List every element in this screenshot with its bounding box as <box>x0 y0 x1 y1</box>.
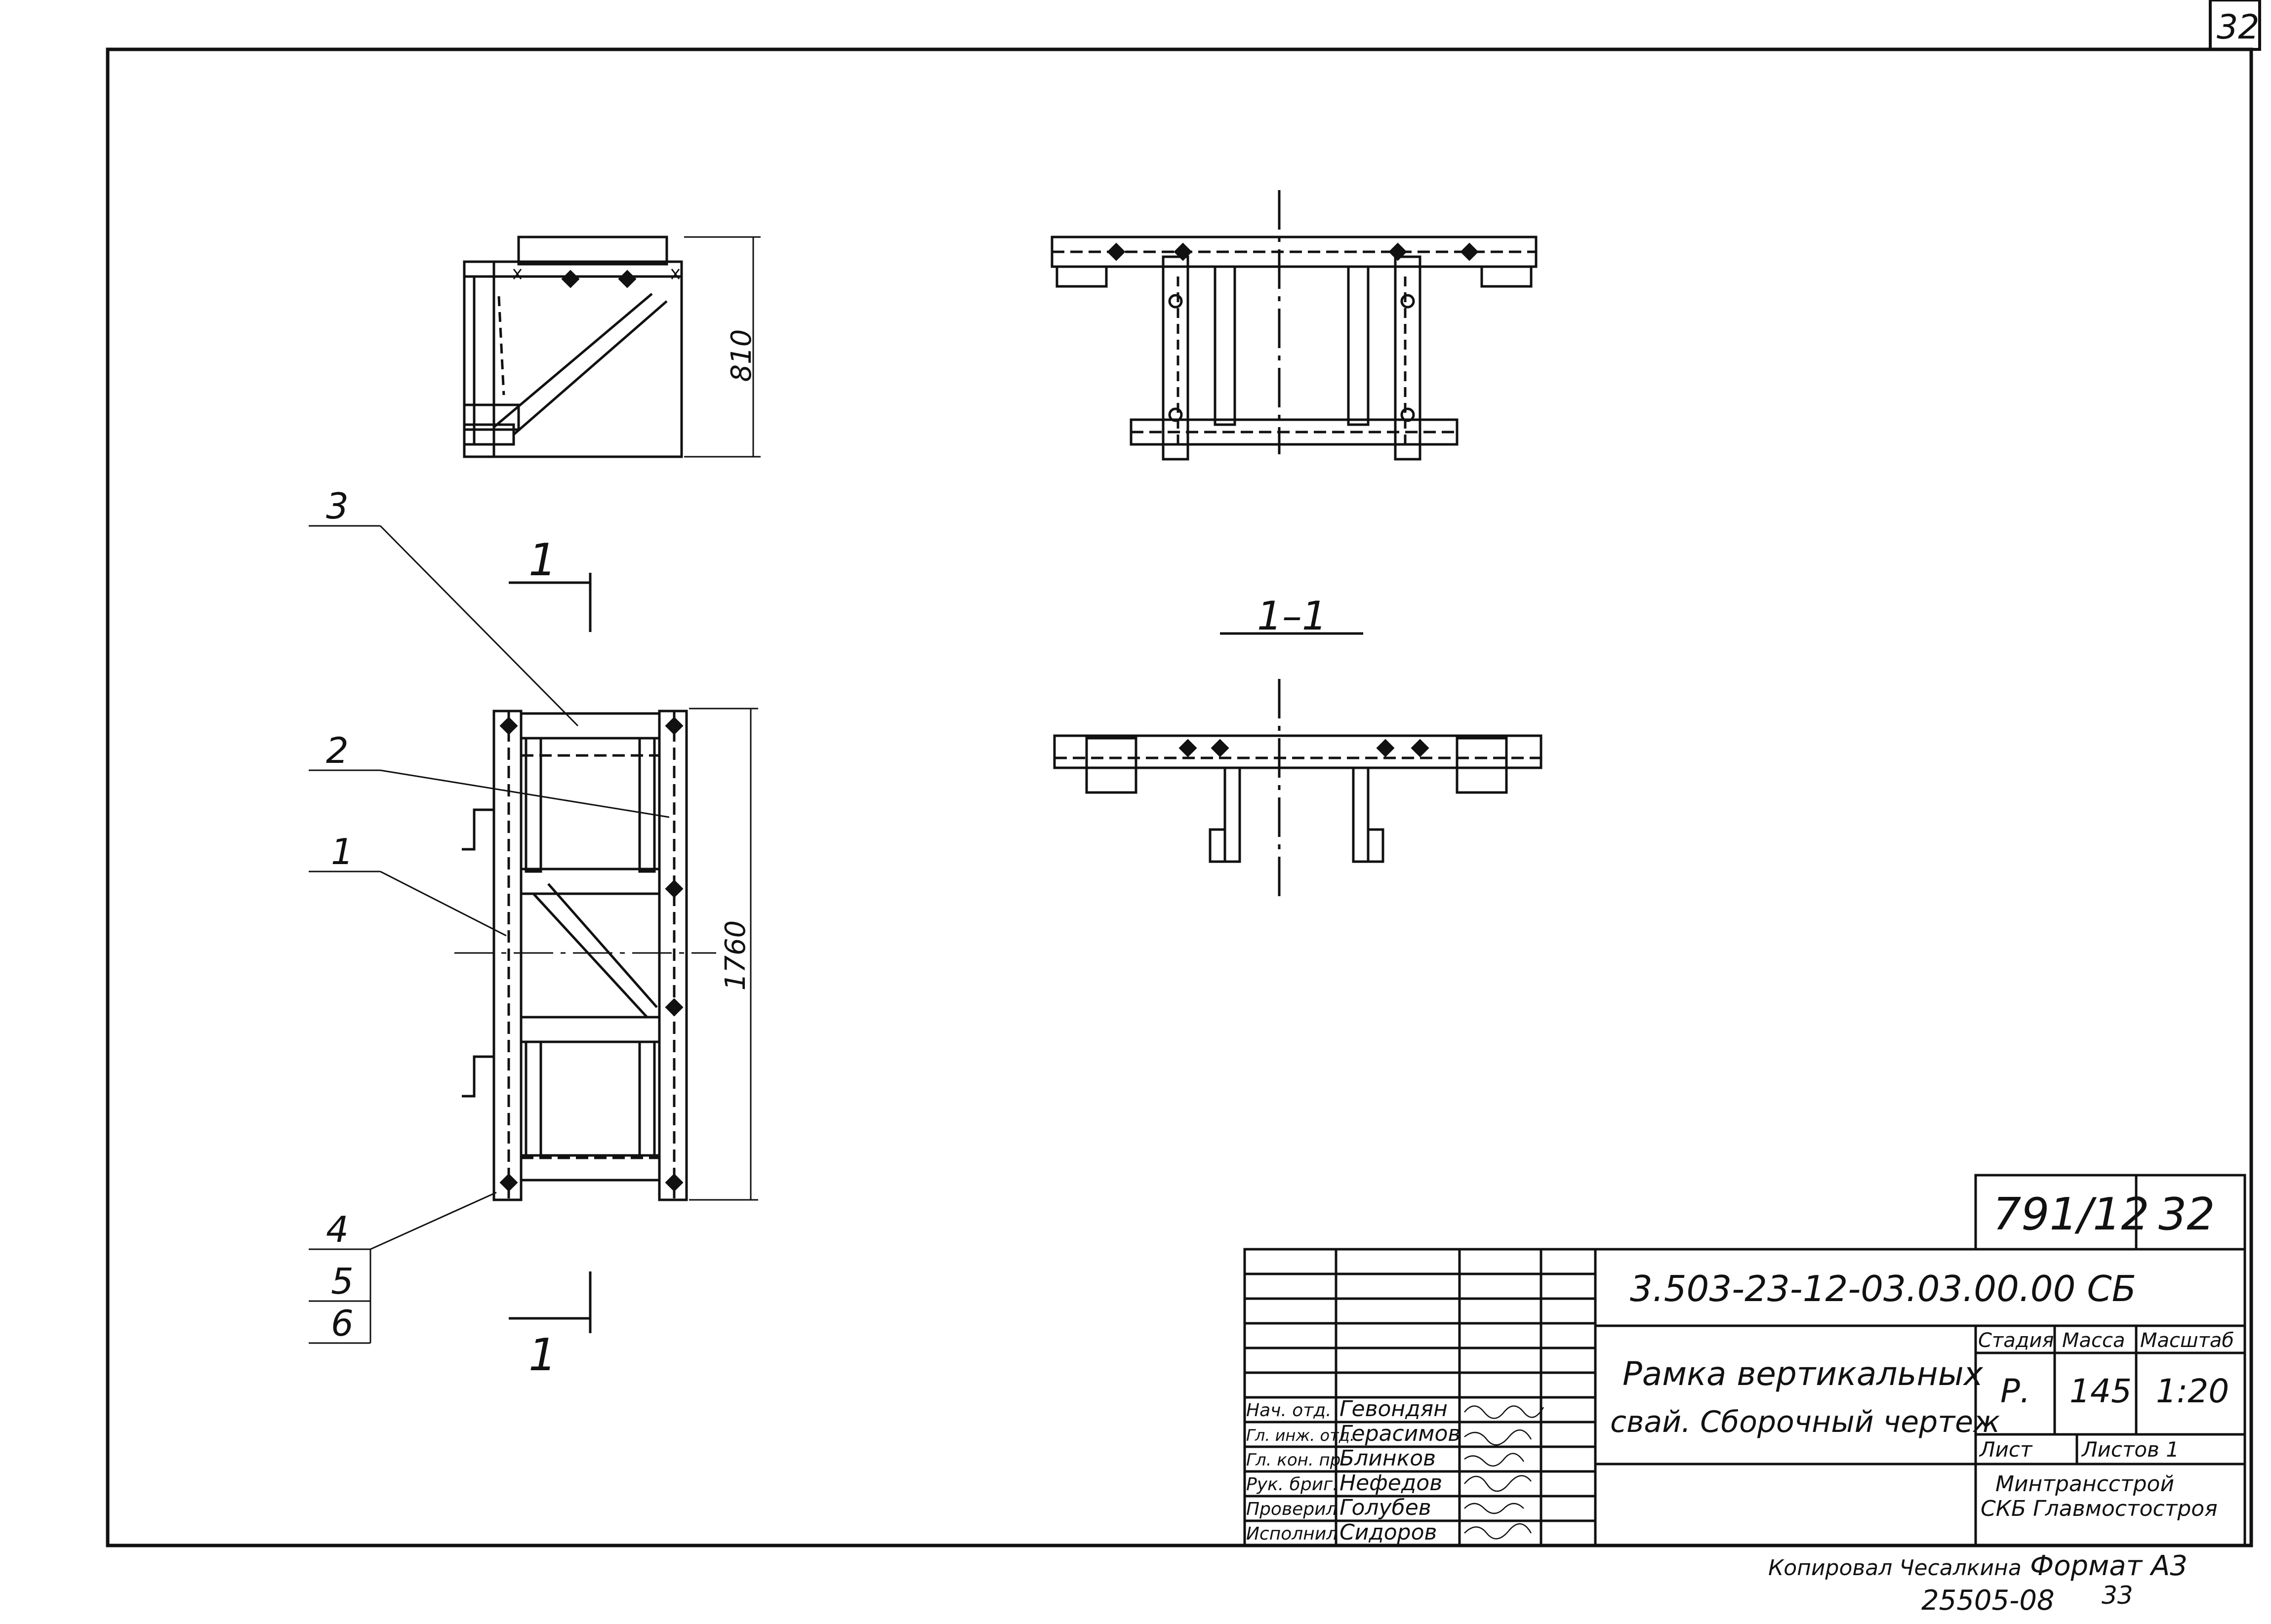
front-view <box>1051 190 1538 461</box>
organization-line1: Минтрансстрой <box>1995 1471 2174 1497</box>
leader-label-6: 6 <box>331 1303 354 1344</box>
role-head-dept: Нач. отд. <box>1246 1400 1332 1421</box>
leader-label-1: 1 <box>331 831 354 872</box>
drawing-title-line2: свай. Сборочный чертеж <box>1610 1405 2000 1439</box>
document-designation: 3.503-23-12-03.03.00.00 СБ <box>1630 1268 2136 1309</box>
role-chief-eng-dept: Гл. инж. отд. <box>1246 1426 1355 1445</box>
mass-header: Масса <box>2062 1329 2125 1352</box>
role-chief-designer: Гл. кон. пр. <box>1246 1450 1346 1470</box>
name-sidorov: Сидоров <box>1339 1520 1437 1545</box>
signature-names: Гевондян Герасимов Блинков Нефедов Голуб… <box>1339 1396 1460 1545</box>
title-block-lines <box>1243 1174 2246 1547</box>
name-gerasimov: Герасимов <box>1339 1421 1460 1446</box>
scale-value: 1:20 <box>2156 1372 2229 1410</box>
plan-view <box>454 573 758 1333</box>
leader-label-3: 3 <box>326 485 349 527</box>
role-team-lead: Рук. бриг. <box>1246 1474 1338 1495</box>
drawing-title-line1: Рамка вертикальных <box>1622 1355 1984 1393</box>
project-number: 791/12 <box>1993 1188 2149 1240</box>
order-number: 25505-08 <box>1921 1584 2055 1617</box>
sheets-count: Листов 1 <box>2081 1437 2179 1462</box>
organization-line2: СКБ Главмостостроя <box>1981 1496 2218 1521</box>
leader-label-5: 5 <box>331 1261 354 1302</box>
page-number: 33 <box>2102 1581 2133 1610</box>
signature-scribbles <box>1464 1405 1544 1540</box>
name-nefedov: Нефедов <box>1339 1470 1442 1496</box>
section-mark-top: 1 <box>528 534 557 586</box>
name-gevondyan: Гевондян <box>1339 1396 1448 1422</box>
copied-by: Копировал Чесалкина <box>1768 1555 2022 1581</box>
section-title: 1–1 <box>1257 593 1327 639</box>
mass-value: 145 <box>2069 1372 2132 1410</box>
sheet-frame <box>106 47 2253 1547</box>
section-1-1 <box>1053 632 1542 896</box>
sheet-format: Формат А3 <box>2030 1550 2188 1582</box>
corner-sheet-box <box>2209 0 2261 51</box>
leader-label-4: 4 <box>326 1209 349 1250</box>
leader-lines <box>309 525 670 1344</box>
sheet-number: 32 <box>2158 1188 2215 1240</box>
stage-header: Стадия <box>1978 1329 2054 1352</box>
role-checked: Проверил <box>1246 1499 1338 1519</box>
corner-sheet-number: 32 <box>2217 8 2260 47</box>
dimension-810: 810 <box>726 329 758 382</box>
role-executed: Исполнил <box>1246 1524 1338 1544</box>
signature-roles: Нач. отд. Гл. инж. отд. Гл. кон. пр. Рук… <box>1246 1400 1355 1544</box>
dimension-1760: 1760 <box>720 920 752 991</box>
stage-value: Р. <box>2000 1372 2030 1410</box>
name-blinkov: Блинков <box>1339 1446 1436 1471</box>
name-golubev: Голубев <box>1339 1495 1431 1520</box>
top-view <box>463 236 761 458</box>
sheet-label: Лист <box>1979 1437 2033 1462</box>
leader-label-2: 2 <box>326 730 349 771</box>
scale-header: Масштаб <box>2140 1329 2234 1352</box>
section-mark-bottom: 1 <box>528 1329 557 1381</box>
